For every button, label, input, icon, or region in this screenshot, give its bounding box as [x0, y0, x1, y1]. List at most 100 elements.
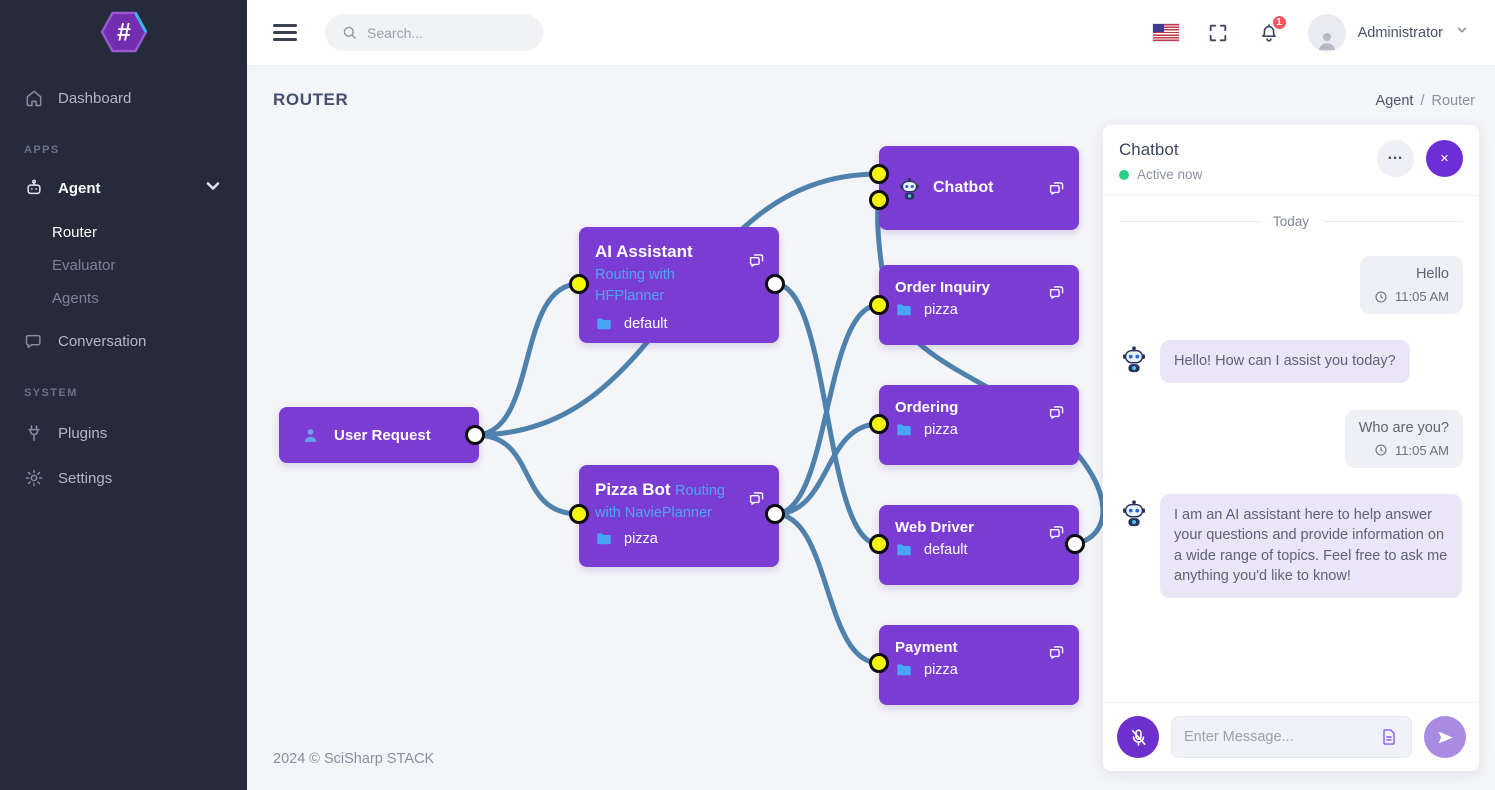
- message-time: 11:05 AM: [1395, 442, 1449, 458]
- notifications-button[interactable]: 1: [1257, 13, 1288, 45]
- topbar: 1 Administrator: [247, 0, 1495, 66]
- node-chat-icon[interactable]: [747, 251, 766, 270]
- port-input-1-chatbot[interactable]: [869, 164, 889, 184]
- app-logo[interactable]: #: [0, 0, 247, 64]
- robot-avatar-icon: [1123, 346, 1145, 373]
- language-flag-us[interactable]: [1152, 24, 1179, 41]
- attach-file-icon[interactable]: [1379, 727, 1399, 747]
- folder-icon: [897, 664, 911, 676]
- sidebar-subitem-label: Agents: [52, 290, 99, 307]
- message-text: Who are you?: [1358, 419, 1449, 436]
- sidebar: # Dashboard APPS Agent Router Evaluator …: [0, 0, 247, 790]
- chevron-down-icon: [203, 176, 223, 200]
- chat-header: Chatbot Active now … ×: [1103, 125, 1479, 196]
- fullscreen-icon: [1209, 24, 1226, 41]
- logo-glyph: #: [117, 20, 131, 47]
- sidebar-item-evaluator[interactable]: Evaluator: [0, 249, 247, 282]
- sidebar-item-dashboard[interactable]: Dashboard: [0, 78, 247, 118]
- edge-userrequest-aiassistant: [472, 281, 582, 438]
- user-menu[interactable]: Administrator: [1307, 13, 1469, 52]
- port-input-web-driver[interactable]: [869, 534, 889, 554]
- port-output-pizza-bot[interactable]: [765, 504, 785, 524]
- chat-more-button[interactable]: …: [1377, 140, 1414, 177]
- divider-line: [1323, 221, 1463, 222]
- flow-canvas[interactable]: User Request AI Assistant Routing with H…: [247, 66, 1495, 735]
- node-subtitle: Routing with HFPlanner: [595, 267, 675, 305]
- sidebar-item-label: Settings: [58, 469, 113, 487]
- sidebar-item-settings[interactable]: Settings: [0, 455, 247, 501]
- sidebar-item-plugins[interactable]: Plugins: [0, 411, 247, 455]
- node-folder-label: default: [924, 542, 968, 558]
- folder-icon: [597, 318, 611, 330]
- sidebar-item-agent[interactable]: Agent: [0, 168, 247, 208]
- day-divider: Today: [1119, 214, 1463, 229]
- port-output-web-driver[interactable]: [1065, 534, 1085, 554]
- port-input-payment[interactable]: [869, 653, 889, 673]
- node-title: Chatbot: [933, 179, 994, 196]
- voice-mute-button[interactable]: [1117, 716, 1159, 758]
- node-folder-label: pizza: [624, 531, 658, 548]
- port-input-ai-assistant[interactable]: [569, 274, 589, 294]
- home-icon: [26, 90, 42, 107]
- send-icon: [1438, 731, 1453, 743]
- node-payment[interactable]: Payment pizza: [879, 625, 1079, 705]
- search-input[interactable]: [367, 24, 507, 41]
- chat-message-bot: Hello! How can I assist you today?: [1119, 340, 1463, 383]
- chevron-down-icon: [1455, 23, 1469, 42]
- sidebar-subitem-label: Evaluator: [52, 257, 116, 274]
- node-chat-icon[interactable]: [1047, 523, 1066, 542]
- gear-icon: [25, 469, 43, 487]
- divider-line: [1119, 221, 1259, 222]
- chat-close-button[interactable]: ×: [1426, 140, 1463, 177]
- node-chat-icon[interactable]: [1047, 643, 1066, 662]
- footer-copyright: 2024 © SciSharp STACK: [273, 751, 435, 767]
- search-box[interactable]: [325, 14, 543, 51]
- message-input[interactable]: [1184, 729, 1371, 745]
- node-pizza-bot[interactable]: Pizza Bot Routing with NaviePlanner pizz…: [579, 465, 779, 567]
- send-button[interactable]: [1424, 716, 1466, 758]
- day-divider-label: Today: [1272, 214, 1310, 229]
- message-input-wrap[interactable]: [1171, 716, 1412, 758]
- chat-message-user: Hello 11:05 AM: [1360, 256, 1463, 314]
- breadcrumb-parent[interactable]: Agent: [1375, 93, 1414, 109]
- node-chatbot[interactable]: Chatbot: [879, 146, 1079, 230]
- folder-icon: [897, 304, 911, 316]
- message-time: 11:05 AM: [1395, 289, 1449, 304]
- node-title: Pizza Bot: [595, 480, 671, 499]
- breadcrumb-current: Router: [1431, 93, 1475, 109]
- node-chat-icon[interactable]: [747, 489, 766, 508]
- chat-message-bot: I am an AI assistant here to help answer…: [1119, 493, 1463, 598]
- port-input-order-inquiry[interactable]: [869, 295, 889, 315]
- fullscreen-button[interactable]: [1206, 21, 1230, 45]
- node-ordering[interactable]: Ordering pizza: [879, 385, 1079, 465]
- node-chat-icon[interactable]: [1047, 403, 1066, 422]
- chat-input-bar: [1103, 702, 1479, 771]
- port-output-user-request[interactable]: [465, 425, 485, 445]
- node-folder-label: pizza: [924, 662, 958, 678]
- username-label: Administrator: [1357, 24, 1443, 41]
- chat-message-list[interactable]: Today Hello 11:05 AM Hello! How can I as…: [1103, 196, 1479, 702]
- folder-icon: [897, 424, 911, 436]
- node-order-inquiry[interactable]: Order Inquiry pizza: [879, 265, 1079, 345]
- port-input-2-chatbot[interactable]: [869, 190, 889, 210]
- port-input-pizza-bot[interactable]: [569, 504, 589, 524]
- node-title: Ordering: [895, 399, 959, 416]
- sidebar-item-conversation[interactable]: Conversation: [0, 321, 247, 361]
- user-icon: [304, 428, 317, 442]
- node-chat-icon[interactable]: [1047, 283, 1066, 302]
- menu-toggle-button[interactable]: [273, 24, 297, 41]
- page-title: ROUTER: [273, 90, 349, 109]
- avatar: [1307, 13, 1346, 52]
- port-output-ai-assistant[interactable]: [765, 274, 785, 294]
- sidebar-item-agents[interactable]: Agents: [0, 282, 247, 315]
- edge-pizzabot-payment: [772, 511, 882, 666]
- sidebar-item-router[interactable]: Router: [0, 216, 247, 249]
- port-input-ordering[interactable]: [869, 414, 889, 434]
- message-text: Hello! How can I assist you today?: [1160, 340, 1410, 383]
- node-title: AI Assistant: [595, 242, 693, 261]
- node-user-request[interactable]: User Request: [279, 407, 479, 463]
- node-ai-assistant[interactable]: AI Assistant Routing with HFPlanner defa…: [579, 227, 779, 343]
- sidebar-section-system: SYSTEM: [24, 387, 78, 399]
- node-web-driver[interactable]: Web Driver default: [879, 505, 1079, 585]
- node-chat-icon[interactable]: [1047, 179, 1066, 198]
